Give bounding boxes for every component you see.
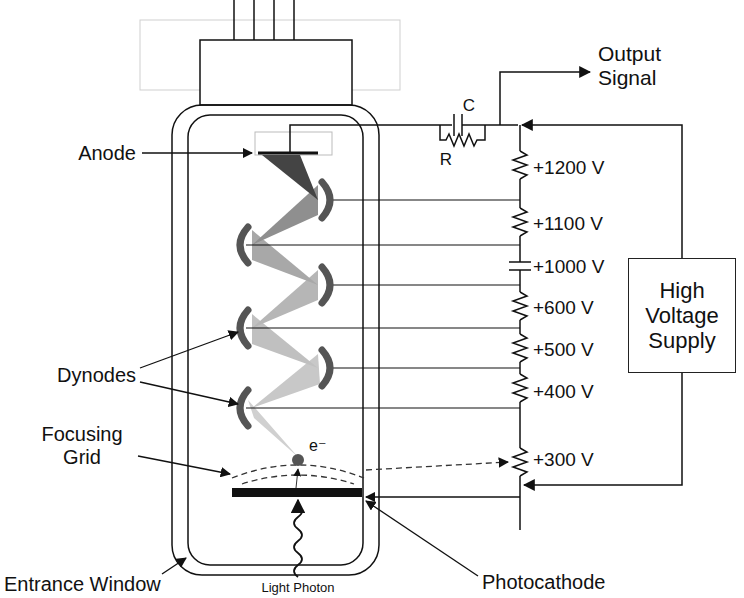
- voltage-label: +1200 V: [533, 157, 604, 179]
- voltage-label: +500 V: [533, 339, 594, 361]
- voltage-label: +1100 V: [533, 213, 603, 235]
- voltage-label: +1000 V: [533, 256, 604, 278]
- photon-wave: [294, 500, 302, 577]
- focusing-grid: [232, 465, 364, 484]
- component-label: C: [463, 96, 475, 116]
- part-name: Light Photon: [261, 581, 334, 596]
- photocathode-plate: [232, 488, 362, 497]
- output-wire: [500, 72, 590, 125]
- anode-housing: [255, 132, 332, 155]
- particle-label: e⁻: [309, 437, 326, 455]
- tube-glass: [188, 115, 363, 565]
- resistor-symbol: [440, 125, 485, 146]
- electron-path: [296, 469, 298, 488]
- box-text: High Voltage Supply: [635, 278, 729, 354]
- part-name: Focusing Grid: [32, 423, 132, 469]
- signal-name: Output Signal: [598, 42, 708, 90]
- cathode-wire: [366, 496, 520, 497]
- supply-box: High Voltage Supply: [628, 258, 736, 373]
- grid-wire: [366, 462, 508, 470]
- electron-beams: [248, 155, 320, 457]
- part-name: Dynodes: [57, 364, 136, 387]
- dynode-wires: [246, 200, 520, 408]
- voltage-label: +300 V: [533, 449, 594, 471]
- anode-wire: [290, 125, 452, 153]
- part-name: Entrance Window: [4, 573, 161, 596]
- component-label: R: [440, 150, 452, 170]
- tube-pins: [234, 0, 294, 40]
- tube-base: [200, 40, 352, 105]
- capacitor-symbol: [454, 114, 518, 136]
- supply-wire: [524, 373, 682, 485]
- supply-wire: [522, 125, 682, 258]
- anode-plate: [258, 152, 318, 155]
- part-name: Photocathode: [482, 571, 605, 594]
- part-name: Anode: [78, 142, 136, 165]
- tube-envelope: [172, 105, 379, 575]
- voltage-label: +600 V: [533, 297, 594, 319]
- voltage-label: +400 V: [533, 381, 594, 403]
- leader-lines: [138, 153, 478, 576]
- dynodes: [240, 182, 330, 426]
- electron-dot: [292, 454, 304, 466]
